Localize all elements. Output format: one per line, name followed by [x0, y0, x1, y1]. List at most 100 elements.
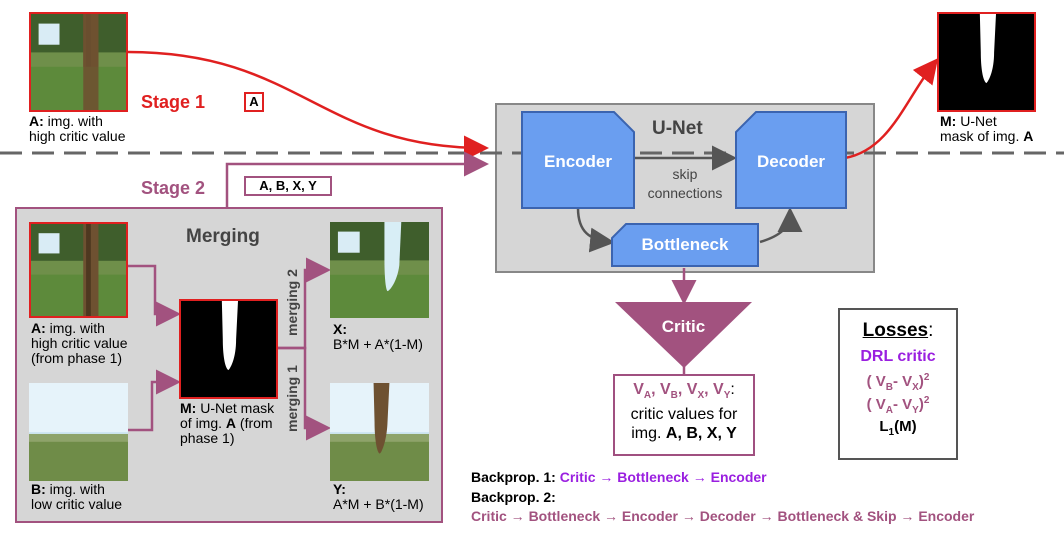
encoder-block: [521, 111, 635, 209]
backprop-2-path: Critic → Bottleneck → Encoder → Decoder …: [471, 508, 975, 524]
s2m-line2: of img. A (from: [180, 416, 274, 431]
stage1-input-arrow: [127, 50, 489, 161]
t2-pre: ( V: [866, 396, 886, 413]
backprop-2-label: Backprop. 2:: [471, 489, 556, 505]
x-formula: B*M + A*(1-M): [333, 336, 423, 352]
critic-triangle: [615, 302, 752, 368]
t2-post: ): [918, 396, 924, 413]
s2b-line2: low critic value: [31, 496, 123, 512]
stage2-image-b: [29, 383, 128, 481]
colon: :: [730, 381, 735, 398]
skip-connections-label: skip connections: [634, 165, 736, 203]
b-to-mask-arrow: [128, 369, 181, 432]
a-to-mask-arrow: [128, 264, 181, 327]
stage1-image-a: [29, 12, 128, 112]
bottleneck-block: [611, 223, 759, 267]
loss-term1: ( VB- VX)2: [840, 372, 956, 393]
losses-colon: :: [928, 320, 934, 341]
s1m-line1: M: U-Net: [940, 114, 1033, 129]
s2a-line2: high critic value: [31, 335, 128, 351]
sub-a: A: [643, 390, 652, 402]
stage2-image-a: [29, 222, 128, 318]
x-caption: X: B*M + A*(1-M): [333, 322, 423, 352]
encoder-to-bottleneck-arrow: [576, 207, 615, 253]
v-symbol-x: V: [686, 381, 698, 398]
backprop-1-row: Backprop. 1: Critic → Bottleneck → Encod…: [471, 469, 767, 485]
critic-values-line3: img. A, B, X, Y: [615, 424, 753, 443]
losses-title: Losses: [862, 320, 929, 341]
t2-sub: A: [885, 405, 893, 416]
y-caption: Y: A*M + B*(1-M): [333, 482, 424, 512]
s2m-l2-post: (from: [236, 415, 273, 431]
merge1-arrow: [278, 346, 331, 441]
stage2-b-caption: B: img. with low critic value: [31, 482, 122, 512]
drl-critic-label: DRL critic: [860, 348, 936, 365]
s2b-line1: B: img. with: [31, 482, 122, 497]
stage2-a-caption: A: img. with high critic value (from pha…: [31, 321, 128, 366]
merging-title: Merging: [186, 226, 260, 247]
l1-pre: L: [879, 418, 889, 435]
x-cap-line1: X:: [333, 322, 423, 337]
sep1: ,: [651, 381, 660, 398]
v-symbol: V: [633, 381, 644, 398]
s2m-line3: phase 1): [180, 430, 235, 446]
line3-bold: A, B, X, Y: [665, 425, 737, 443]
bottleneck-label: Bottleneck: [641, 235, 729, 254]
sep2: ,: [677, 381, 687, 398]
skip-line1: skip: [672, 166, 698, 182]
s2a-l1: img. with: [45, 320, 105, 336]
line3-pre: img.: [631, 425, 666, 443]
bp1-label: Backprop. 1:: [471, 469, 560, 485]
s2a-line3: (from phase 1): [31, 350, 123, 366]
s1m-bold: M:: [940, 113, 957, 129]
stage2-tag: A, B, X, Y: [244, 176, 332, 196]
stage1-mask-caption: M: U-Net mask of img. A: [940, 114, 1033, 144]
v-symbol-y: V: [713, 381, 724, 398]
s2a-bold: A:: [31, 320, 46, 336]
s1a-bold: A:: [29, 113, 44, 129]
critic-label: Critic: [661, 317, 706, 336]
stage2-input-arrow: [225, 151, 489, 207]
bottleneck-to-decoder-arrow: [759, 207, 803, 244]
t1-sub: B: [885, 382, 893, 393]
stage1-a-caption: A: img. with high critic value: [29, 114, 126, 144]
t1-pre: ( V: [866, 373, 886, 390]
t1-post: ): [918, 373, 924, 390]
image-y: [330, 383, 429, 481]
l1-sub: 1: [888, 427, 895, 438]
s1m-text: U-Net: [956, 113, 997, 129]
t1-mid: - V: [893, 373, 913, 390]
sub-b: B: [670, 390, 678, 402]
s2b-bold: B:: [31, 481, 46, 497]
s2b-l1: img. with: [45, 481, 105, 497]
sep3: ,: [704, 381, 714, 398]
x-bold: X:: [333, 321, 347, 337]
stage1-mask-m: [937, 12, 1036, 112]
loss-term2: ( VA- VY)2: [840, 395, 956, 416]
y-cap-line1: Y:: [333, 482, 424, 497]
stage1-label: Stage 1: [141, 92, 206, 112]
sub-x: X: [697, 390, 705, 402]
decoder-label: Decoder: [756, 152, 826, 171]
loss-l1: L1(M): [840, 418, 956, 438]
critic-values-line1: VA, VB, VX, VY:: [615, 380, 753, 405]
t1-exp: 2: [923, 372, 930, 383]
s2a-line1: A: img. with: [31, 321, 128, 336]
stage2-mask-caption: M: U-Net mask of img. A (from phase 1): [180, 401, 274, 446]
merging-2-label: merging 2: [284, 269, 300, 336]
encoder-label: Encoder: [543, 152, 613, 171]
s1m-line2: mask of img. A: [940, 129, 1033, 144]
v-symbol-b: V: [659, 381, 671, 398]
s1m-line2-bold: A: [1023, 128, 1034, 144]
stage1-tag: A: [244, 92, 264, 112]
image-x: [330, 222, 429, 318]
stage1-a-cap-line2: high critic value: [29, 128, 126, 144]
s1a-text: img. with: [43, 113, 103, 129]
s1m-line2-pre: mask of img.: [940, 128, 1024, 144]
s2m-l2-bold: A: [225, 415, 237, 431]
y-bold: Y:: [333, 481, 346, 497]
s2m-l2-pre: of img.: [180, 415, 226, 431]
s2m-l1: U-Net mask: [196, 400, 275, 416]
t1-sub2: X: [912, 382, 919, 393]
stage1-a-cap-line1: A: img. with: [29, 114, 126, 129]
